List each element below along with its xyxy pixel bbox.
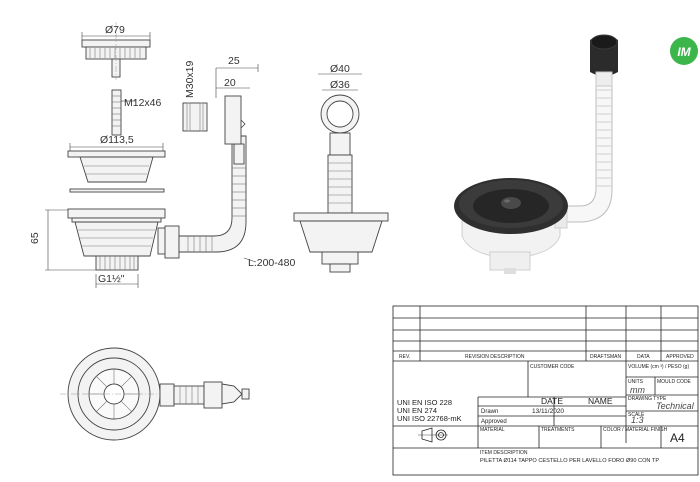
tb-drawing-type-value: Technical xyxy=(656,401,695,411)
tb-date-header: DATE xyxy=(541,396,563,406)
title-block xyxy=(392,305,699,476)
tb-treatments: TREATMENTS xyxy=(541,427,575,433)
logo-text: IM xyxy=(677,45,691,59)
tb-item-description: PILETTA Ø114 TAPPO CESTELLO PER LAVELLO … xyxy=(480,458,659,464)
tb-header-revision: REVISION DESCRIPTION xyxy=(465,354,525,360)
tb-scale-value: 1:3 xyxy=(631,415,644,425)
tb-name-header: NAME xyxy=(588,396,613,406)
tb-header-draftsman: DRAFTSMAN xyxy=(590,354,622,360)
tb-header-date: DATA xyxy=(637,354,650,360)
tb-mould-code: MOULD CODE xyxy=(657,379,692,385)
tb-units-label: UNITS xyxy=(628,379,644,385)
tb-header-rev: REV. xyxy=(399,354,410,360)
tb-standard-3: UNI ISO 22768-mK xyxy=(397,414,462,423)
dim-g112: G1½" xyxy=(98,273,125,285)
tb-approved-label: Approved xyxy=(481,419,507,425)
dim-length: L.200-480 xyxy=(248,257,295,269)
dim-m30: M30x19 xyxy=(184,60,196,98)
dim-d1135: Ø113,5 xyxy=(100,134,134,146)
dim-w20: 20 xyxy=(224,77,236,89)
brand-logo: IM xyxy=(670,37,698,65)
side-view: Ø40 Ø36 xyxy=(293,63,389,273)
tb-standard-1: UNI EN ISO 228 xyxy=(397,398,452,407)
dim-d36: Ø36 xyxy=(330,79,350,91)
tb-volume: VOLUME (cm ³) / PESO (g) xyxy=(628,364,689,370)
tb-header-approved: APPROVED xyxy=(666,354,694,360)
dim-d40: Ø40 xyxy=(330,63,350,75)
projection-symbol-icon xyxy=(418,427,448,443)
tb-drawing-type-label: DRAWING TYPE xyxy=(628,396,667,402)
product-3d-render xyxy=(454,34,618,274)
tb-standard-2: UNI EN 274 xyxy=(397,406,437,415)
tb-drawn-date: 13/11/2020 xyxy=(532,408,564,415)
tb-units-value: mm xyxy=(630,385,645,395)
tb-customer-code: CUSTOMER CODE xyxy=(530,364,575,370)
exploded-front-view: Ø79 M12x46 Ø113,5 65 xyxy=(29,22,295,288)
dim-h65: 65 xyxy=(29,232,41,244)
tb-material: MATERIAL xyxy=(480,427,505,433)
dim-m12: M12x46 xyxy=(124,97,162,109)
tb-sheet-size: A4 xyxy=(670,431,685,445)
dim-w25: 25 xyxy=(228,55,240,67)
tb-item-description-label: ITEM DESCRIPTION xyxy=(480,450,528,456)
dim-d79: Ø79 xyxy=(105,24,125,36)
tb-drawn-label: Drawn xyxy=(481,409,498,415)
tb-scale-label: SCALE xyxy=(628,412,645,418)
tb-color-finish: COLOR / MATERIAL FINISH xyxy=(603,427,668,433)
top-view xyxy=(60,347,250,441)
